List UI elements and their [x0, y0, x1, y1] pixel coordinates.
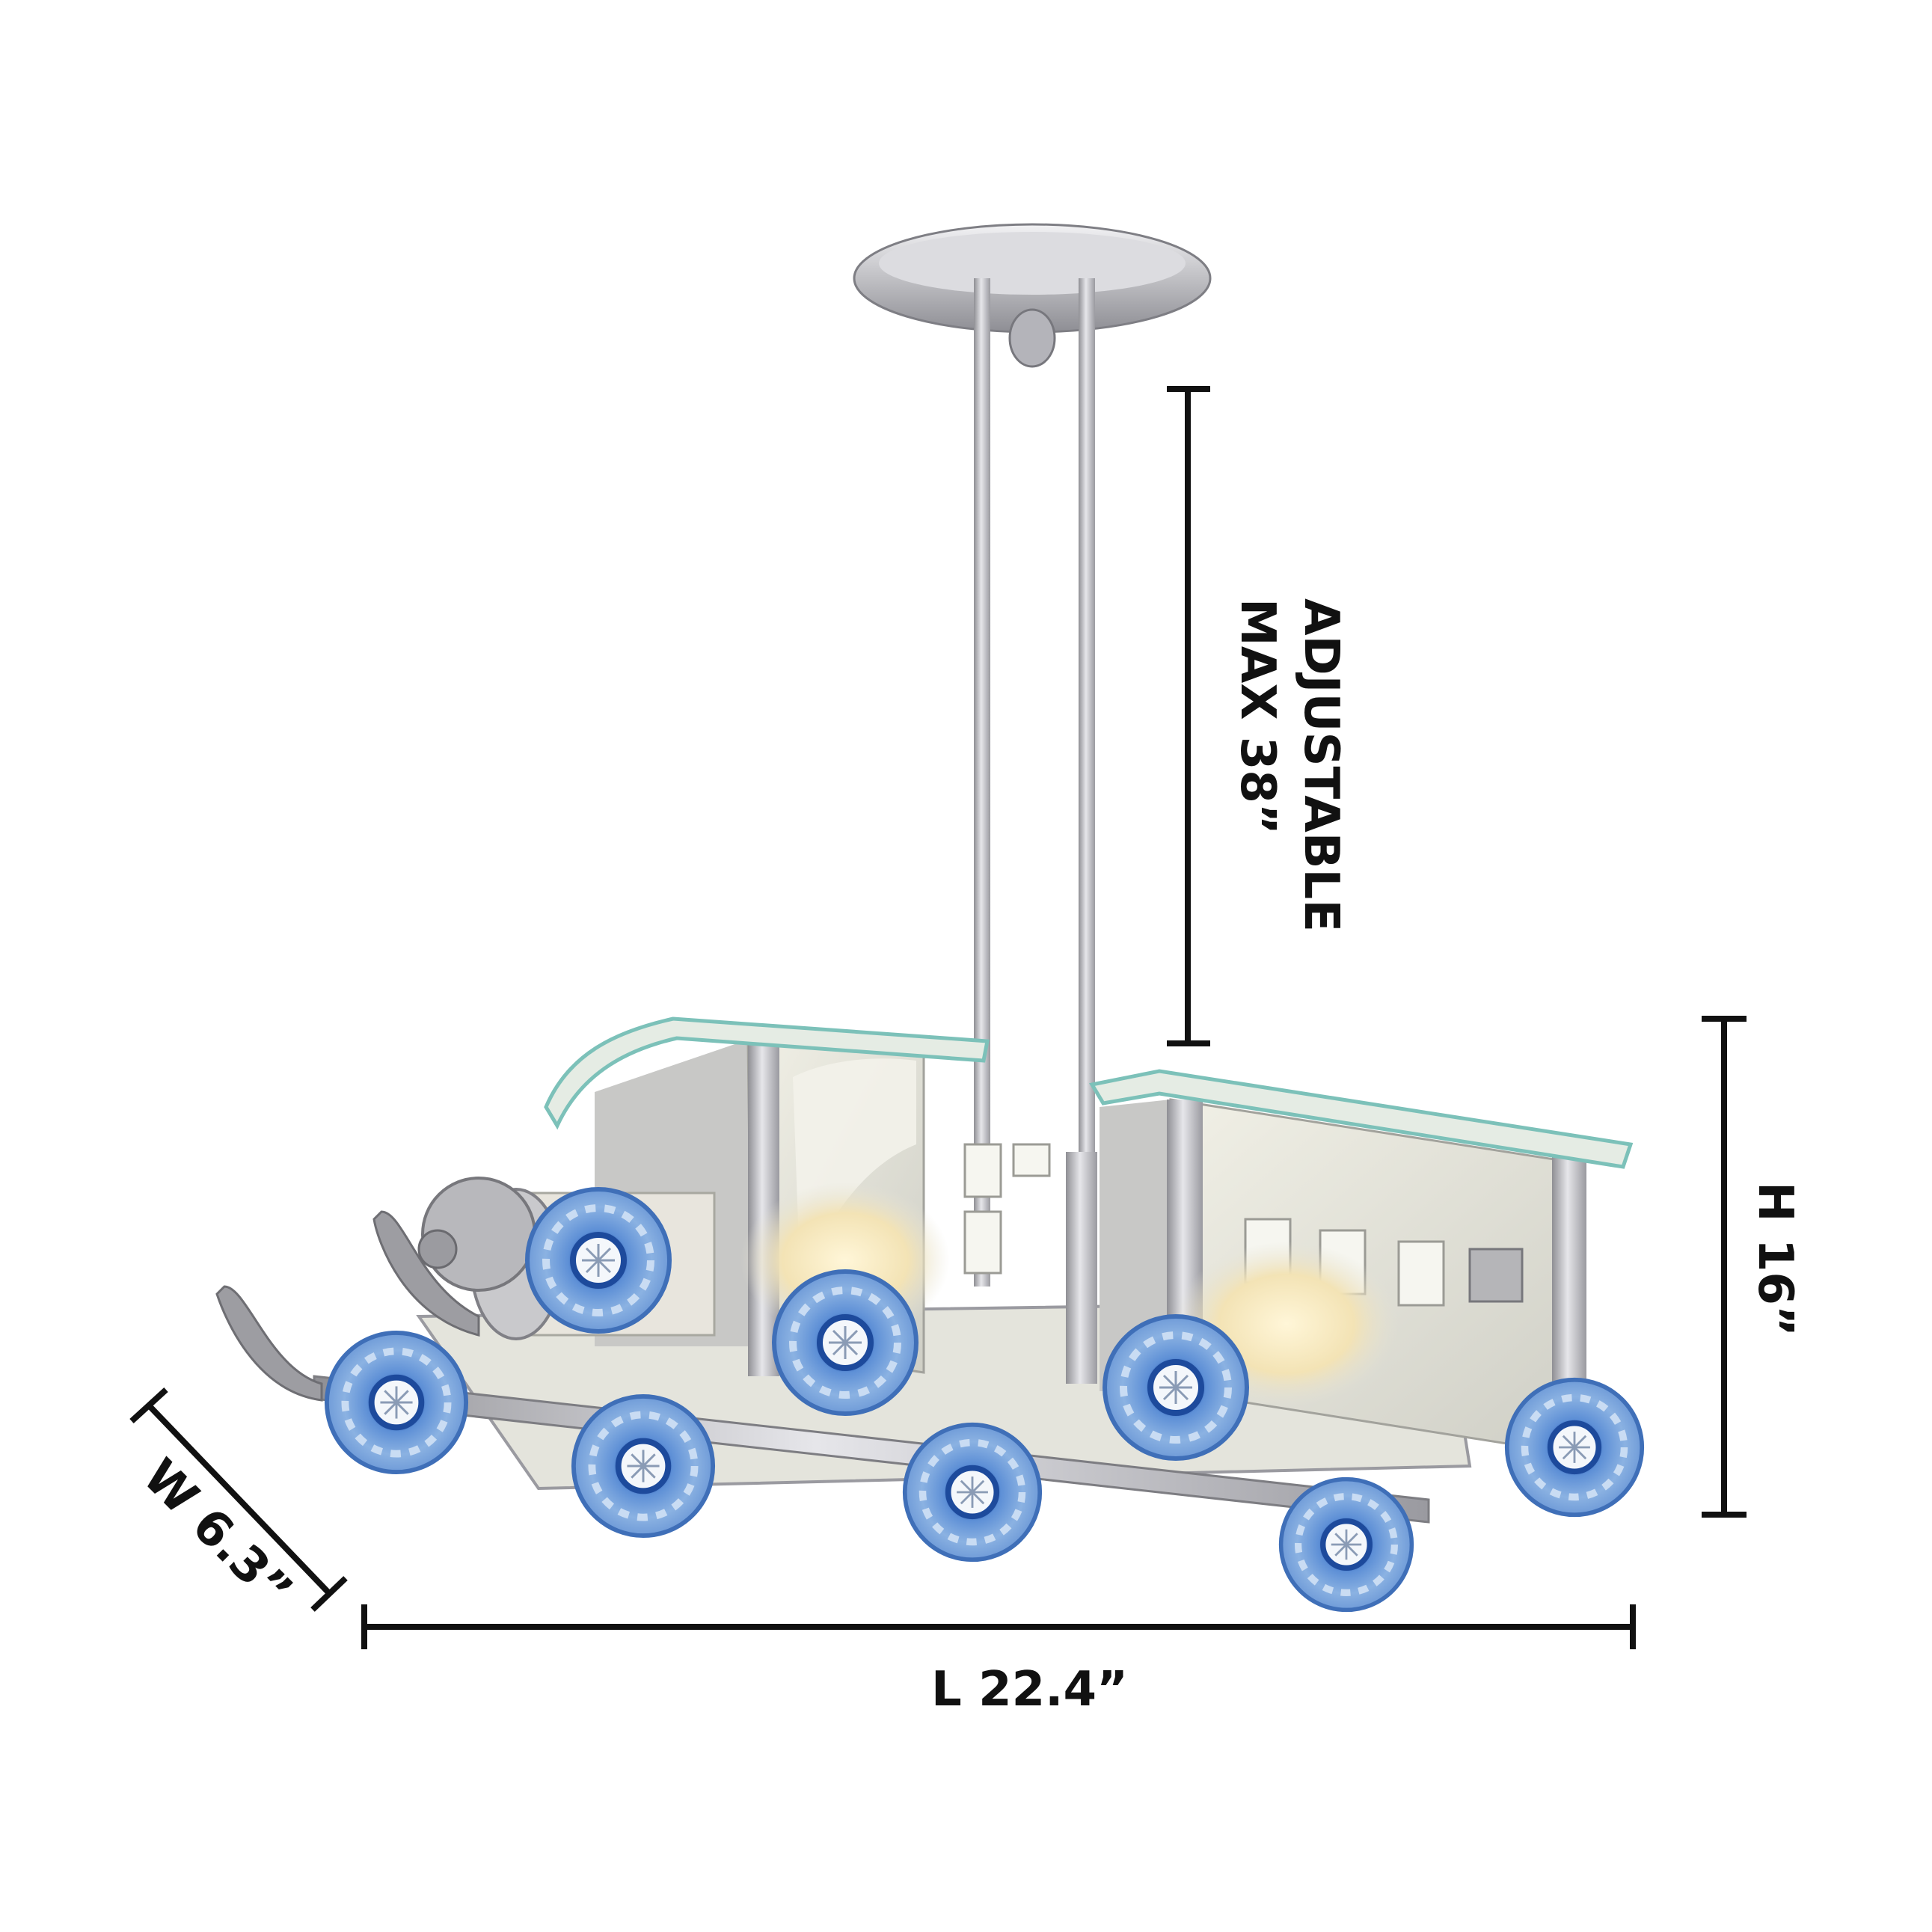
adjustable-max-label: MAX 38” [1230, 598, 1285, 835]
cab-window-lower [963, 1210, 1002, 1275]
wheel-back-2 [774, 1272, 916, 1414]
adjustable-label: ADJUSTABLE [1293, 598, 1349, 932]
dimension-adjustable-line [1167, 386, 1210, 1046]
wheel-front-1 [327, 1333, 466, 1472]
wheel-front-2 [574, 1396, 713, 1536]
coach-glass-roof [1089, 1069, 1634, 1169]
wheel-front-4 [1281, 1479, 1412, 1610]
cab-glass-roof [544, 1016, 990, 1130]
height-label: H 16” [1747, 1182, 1803, 1337]
dimension-length-line [361, 1604, 1636, 1649]
rail-curl-front [215, 1285, 323, 1402]
length-label: L 22.4” [931, 1662, 1128, 1717]
train-pendant-light [215, 1016, 1643, 1610]
suspension-rod-right [1079, 278, 1095, 1333]
suspension-rod-left [974, 278, 990, 1287]
wheel-back-3 [1105, 1316, 1247, 1459]
dimension-width-line [129, 1387, 348, 1612]
cab-frame-post-right [1066, 1152, 1097, 1384]
coach-window-3 [1397, 1240, 1445, 1307]
ceiling-canopy [853, 223, 1212, 368]
wheel-front-3 [905, 1425, 1040, 1560]
dimension-height-line [1702, 1016, 1747, 1518]
cab-window-upper-right [1012, 1143, 1051, 1177]
wheel-back-4 [1507, 1380, 1643, 1515]
wheel-back-1 [527, 1189, 669, 1331]
cab-window [963, 1143, 1002, 1198]
rail-curl-back [372, 1210, 480, 1337]
coach-vent-grille [1468, 1248, 1524, 1303]
